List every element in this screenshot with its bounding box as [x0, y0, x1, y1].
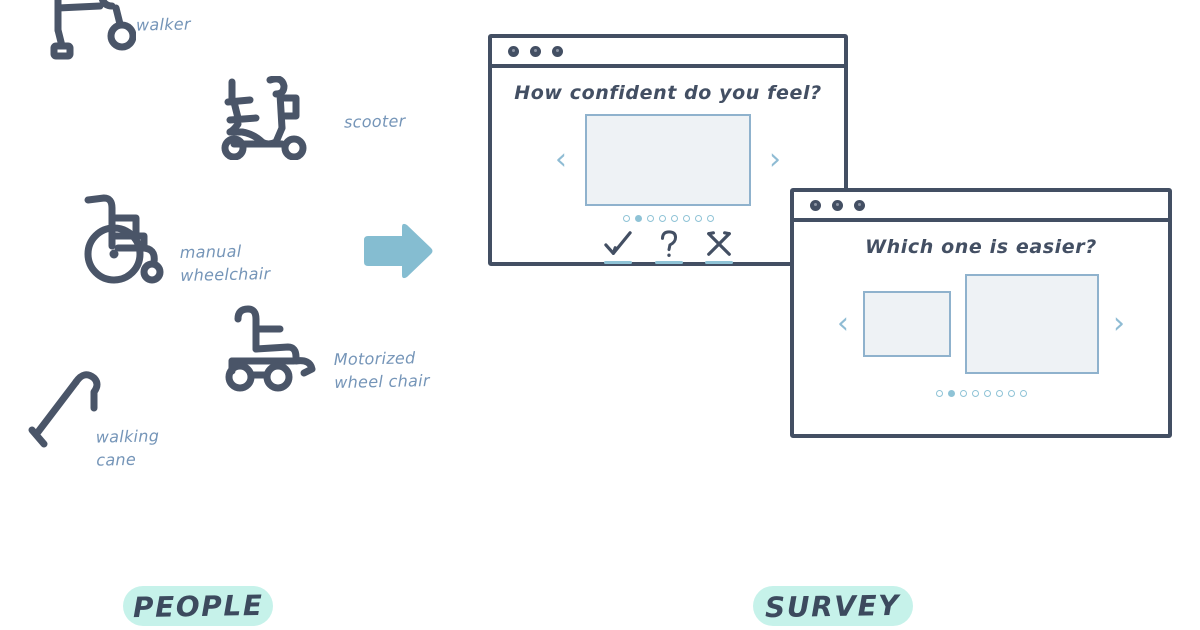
rating-no-button[interactable] — [705, 230, 733, 264]
arrow-right-icon — [362, 222, 434, 280]
pagination-dot[interactable] — [971, 390, 979, 397]
walker-icon — [40, 0, 137, 68]
people-section-pill: PEOPLE — [123, 586, 273, 626]
pagination-dot[interactable] — [670, 215, 678, 222]
pagination-dot[interactable] — [658, 215, 666, 222]
pagination-dot[interactable] — [622, 215, 630, 222]
survey-section-pill: SURVEY — [753, 586, 913, 626]
carousel-next-button[interactable]: › — [1113, 306, 1125, 341]
window-titlebar[interactable] — [794, 192, 1168, 222]
scooter-icon — [220, 75, 324, 161]
pagination-dot[interactable] — [646, 215, 654, 222]
pagination-dot[interactable] — [959, 390, 967, 397]
comparison-survey-window[interactable]: Which one is easier? ‹ › — [790, 188, 1172, 438]
rating-options — [492, 230, 844, 264]
window-titlebar[interactable] — [492, 38, 844, 68]
pagination-dot[interactable] — [1007, 390, 1015, 397]
cross-icon — [707, 231, 731, 256]
pagination-dot[interactable] — [682, 215, 690, 222]
rating-no-underline — [705, 261, 733, 264]
media-slot-1[interactable] — [585, 114, 751, 206]
walking-cane-icon — [28, 366, 112, 452]
window-dot-maximize[interactable] — [552, 45, 563, 57]
pagination-dot[interactable] — [694, 215, 702, 222]
walker-label: walker — [135, 14, 192, 35]
motorized-wheelchair-icon — [222, 305, 322, 393]
pagination-dot[interactable] — [935, 390, 943, 397]
rating-yes-underline — [604, 261, 632, 264]
window-dot-minimize[interactable] — [832, 199, 843, 211]
media-slot-a[interactable] — [863, 291, 951, 357]
walking-cane-label: walking cane — [95, 426, 160, 470]
manual-wheelchair-icon — [80, 192, 180, 286]
window-dot-close[interactable] — [508, 45, 519, 57]
manual-wheelchair-label: manual wheelchair — [179, 241, 271, 286]
media-carousel: ‹ › — [492, 114, 844, 206]
pagination-dot-active[interactable] — [947, 390, 955, 397]
pagination-dot[interactable] — [706, 215, 714, 222]
people-section-label: PEOPLE — [132, 588, 264, 624]
question-icon — [660, 230, 678, 257]
pagination-dot-active[interactable] — [634, 215, 642, 222]
rating-maybe-underline — [655, 261, 683, 264]
pagination-dot[interactable] — [1019, 390, 1027, 397]
pagination-dot[interactable] — [983, 390, 991, 397]
carousel-pagination[interactable] — [492, 215, 844, 222]
media-carousel: ‹ › — [794, 274, 1168, 374]
motorized-wheelchair-label: Motorized wheel chair — [333, 348, 430, 393]
survey-section-label: SURVEY — [765, 588, 901, 624]
carousel-next-button[interactable]: › — [769, 142, 781, 177]
rating-yes-button[interactable] — [603, 230, 633, 264]
carousel-prev-button[interactable]: ‹ — [555, 142, 567, 177]
survey-question: Which one is easier? — [865, 236, 1097, 258]
check-icon — [604, 231, 632, 255]
confidence-survey-window[interactable]: How confident do you feel? ‹ › — [488, 34, 848, 266]
window-body: How confident do you feel? ‹ › — [492, 68, 844, 264]
survey-question: How confident do you feel? — [514, 82, 822, 104]
carousel-prev-button[interactable]: ‹ — [837, 306, 849, 341]
window-body: Which one is easier? ‹ › — [794, 222, 1168, 434]
rating-maybe-button[interactable] — [655, 230, 683, 264]
window-dot-minimize[interactable] — [530, 45, 541, 57]
scooter-label: scooter — [343, 111, 406, 132]
pagination-dot[interactable] — [995, 390, 1003, 397]
window-dot-maximize[interactable] — [854, 199, 865, 211]
carousel-pagination[interactable] — [794, 390, 1168, 397]
media-slot-b[interactable] — [965, 274, 1099, 374]
window-dot-close[interactable] — [810, 199, 821, 211]
